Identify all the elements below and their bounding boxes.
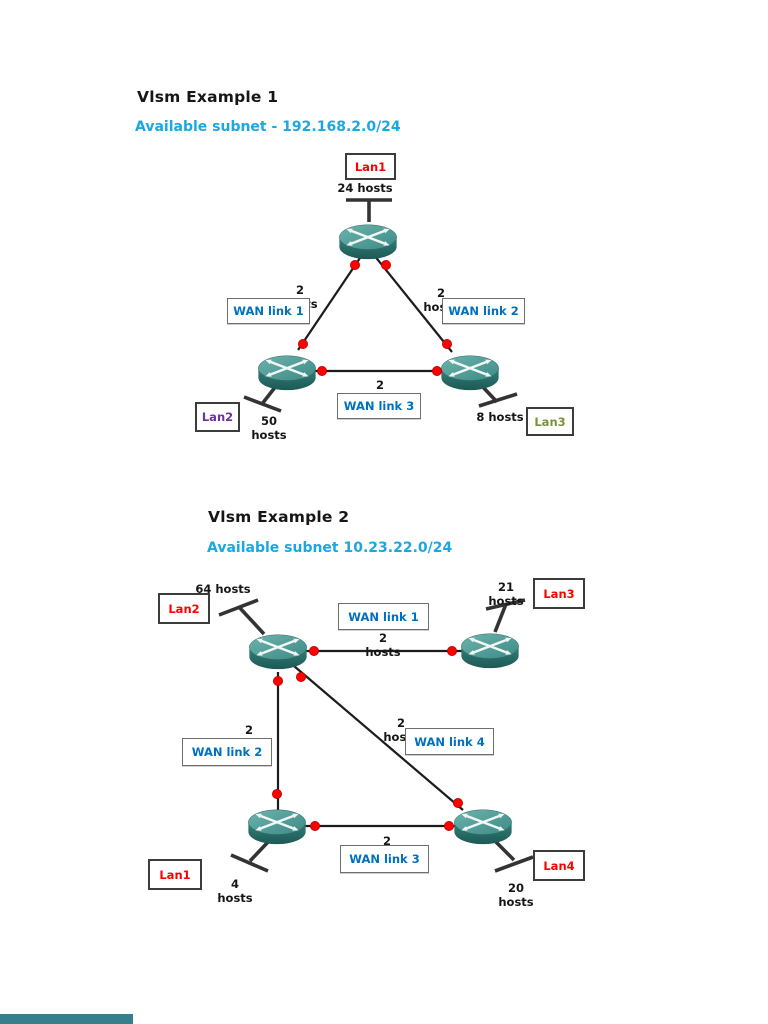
wan-label: WAN link 2 bbox=[191, 745, 263, 759]
example2-title: Vlsm Example 2 bbox=[208, 508, 350, 526]
wan-label: WAN link 1 bbox=[348, 609, 419, 624]
e1-right-router bbox=[439, 351, 501, 393]
e1-left-router bbox=[256, 351, 318, 393]
e1-lan1-ethernet-connector bbox=[346, 198, 392, 222]
e1-lan2-box: Lan2 bbox=[195, 402, 240, 432]
e2-wan1-box: WAN link 1 bbox=[338, 603, 429, 630]
e1-wan1-box: WAN link 1 bbox=[227, 298, 310, 324]
wan-label: WAN link 2 bbox=[448, 304, 519, 318]
e2-wan2-box: WAN link 2 bbox=[182, 738, 272, 766]
e2-lan2-hosts: 64 hosts bbox=[195, 582, 251, 596]
lan-label: Lan2 bbox=[201, 410, 234, 424]
router-icon bbox=[258, 355, 316, 391]
e2-top-right-router bbox=[459, 629, 521, 671]
wan-label: WAN link 1 bbox=[233, 304, 304, 318]
e1-wan3-box: WAN link 3 bbox=[337, 393, 421, 419]
router-icon bbox=[441, 355, 499, 391]
lan-label: Lan3 bbox=[534, 414, 566, 429]
e2-lan3-box: Lan3 bbox=[533, 578, 585, 609]
e2-lan1-box: Lan1 bbox=[148, 859, 202, 890]
example2-subtitle: Available subnet 10.23.22.0/24 bbox=[207, 540, 453, 556]
example1-title: Vlsm Example 1 bbox=[137, 88, 279, 106]
lan-label: Lan1 bbox=[159, 867, 191, 882]
e2-top-left-router bbox=[247, 630, 309, 672]
wan-label: WAN link 3 bbox=[349, 852, 420, 866]
e2-lan1-hosts: 4 hosts bbox=[217, 877, 253, 905]
next-page-edge bbox=[0, 1014, 133, 1024]
e2-lan2-ethernet-connector bbox=[218, 598, 266, 636]
e2-lan3-hosts: 21 hosts bbox=[488, 580, 524, 608]
e2-bottom-right-router bbox=[452, 805, 514, 847]
wan-label: WAN link 3 bbox=[343, 399, 415, 413]
e2-bottom-left-router bbox=[246, 805, 308, 847]
wan-label: WAN link 4 bbox=[414, 734, 485, 749]
e2-lan2-box: Lan2 bbox=[158, 593, 210, 624]
e2-wan3-box: WAN link 3 bbox=[340, 845, 429, 873]
e1-top-router bbox=[337, 220, 399, 262]
e1-lan1-hosts: 24 hosts bbox=[337, 181, 393, 195]
router-icon bbox=[248, 809, 306, 845]
e2-lan4-box: Lan4 bbox=[533, 850, 585, 881]
e1-wan2-box: WAN link 2 bbox=[442, 298, 525, 324]
router-icon bbox=[461, 633, 519, 669]
lan-label: Lan3 bbox=[543, 586, 575, 601]
router-icon bbox=[339, 224, 397, 260]
e2-wan4-box: WAN link 4 bbox=[405, 728, 494, 755]
e1-lan2-hosts: 50 hosts bbox=[251, 414, 287, 442]
lan-label: Lan1 bbox=[354, 159, 387, 174]
e2-wan1-hosts: 2 hosts bbox=[365, 631, 401, 659]
router-icon bbox=[454, 809, 512, 845]
router-icon bbox=[249, 634, 307, 670]
e1-lan3-box: Lan3 bbox=[526, 407, 574, 436]
e2-lan4-hosts: 20 hosts bbox=[498, 881, 534, 909]
e1-lan1-box: Lan1 bbox=[345, 153, 396, 180]
lan-label: Lan2 bbox=[168, 601, 200, 616]
example1-subtitle: Available subnet - 192.168.2.0/24 bbox=[135, 119, 401, 135]
e1-lan3-hosts: 8 hosts bbox=[476, 410, 524, 424]
lan-label: Lan4 bbox=[543, 858, 575, 873]
